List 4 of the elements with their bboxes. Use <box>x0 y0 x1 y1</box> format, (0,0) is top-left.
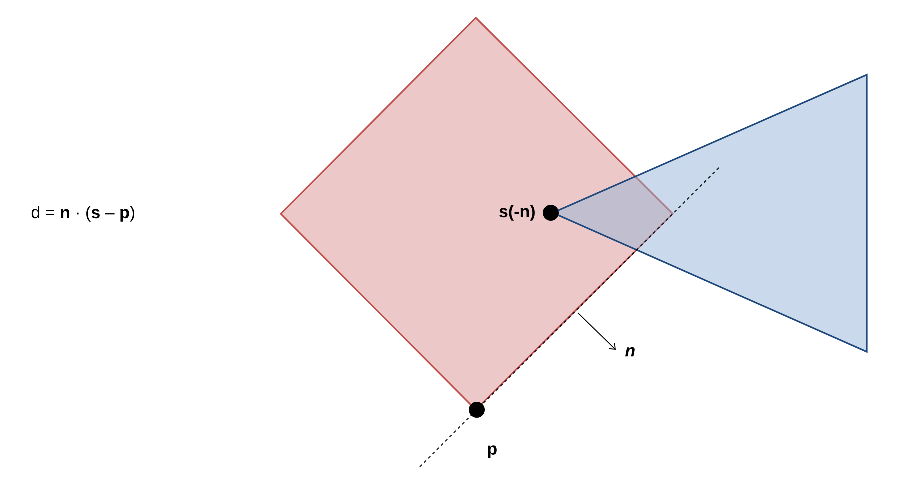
normal-label: n <box>626 347 635 357</box>
point-label: s(-n) <box>500 205 535 221</box>
point-label: p <box>488 446 497 458</box>
formula-text: d = n · (s – p) <box>32 206 135 222</box>
